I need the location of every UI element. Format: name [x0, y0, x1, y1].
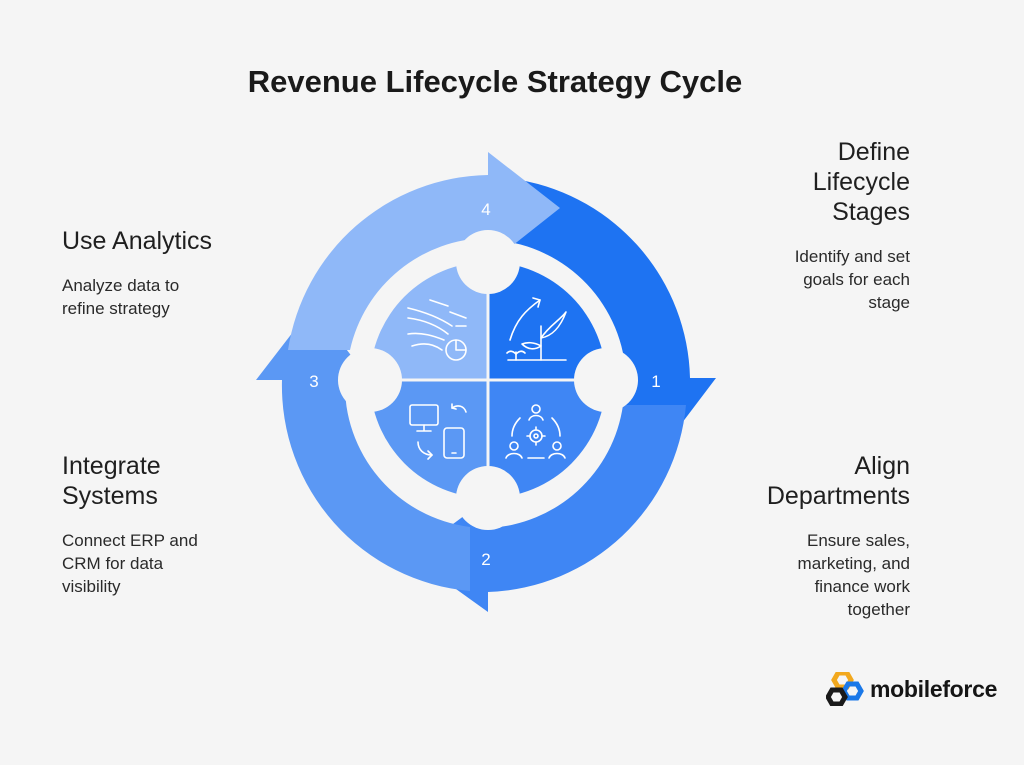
step-4-heading: Use Analytics	[62, 227, 213, 255]
plant-growth-icon	[506, 297, 567, 361]
step-1-description: Identify and set goals for each stage	[794, 247, 910, 312]
devices-sync-icon	[409, 403, 467, 460]
step-1-heading: Define Lifecycle Stages	[812, 138, 910, 226]
step-4-number: 4	[481, 200, 490, 219]
quadrant-2	[488, 380, 606, 498]
step-4-text: Use Analytics Analyze data to refine str…	[62, 226, 292, 320]
quadrant-3	[370, 380, 488, 498]
step-1-text: Define Lifecycle Stages Identify and set…	[690, 137, 910, 314]
step-3-number: 3	[309, 372, 318, 391]
step-4-description: Analyze data to refine strategy	[62, 276, 180, 318]
step-2-heading: Align Departments	[766, 452, 910, 510]
logo-text: mobileforce	[870, 675, 998, 702]
step-3-description: Connect ERP and CRM for data visibility	[62, 531, 198, 596]
brand-logo: mobileforce	[826, 672, 997, 706]
step-2-number: 2	[481, 550, 490, 569]
step-3-arrow	[256, 306, 470, 591]
team-gear-icon	[505, 404, 566, 459]
step-1-arrow	[495, 180, 716, 452]
step-3-heading: Integrate Systems	[62, 452, 161, 510]
step-2-description: Ensure sales, marketing, and finance wor…	[797, 531, 910, 619]
step-1-number: 1	[651, 372, 660, 391]
inner-quadrants	[366, 258, 610, 502]
step-4-arrow	[288, 152, 560, 350]
step-2-text: Align Departments Ensure sales, marketin…	[690, 451, 910, 621]
step-3-text: Integrate Systems Connect ERP and CRM fo…	[62, 451, 292, 598]
step-2-arrow	[410, 405, 686, 612]
analytics-chart-icon	[407, 299, 467, 361]
quadrant-1	[488, 262, 606, 380]
mobileforce-logo-icon	[826, 672, 864, 706]
page-title: Revenue Lifecycle Strategy Cycle	[247, 64, 743, 99]
